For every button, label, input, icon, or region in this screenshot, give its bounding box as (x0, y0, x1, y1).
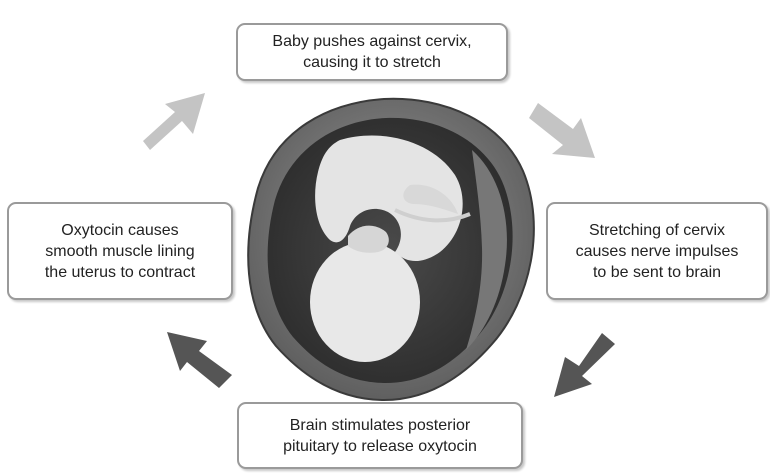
uterus-cavity-icon (268, 118, 513, 383)
arrow-top-to-right (529, 103, 595, 158)
arrow-left-to-top (143, 93, 205, 150)
step-baby-pushes-cervix: Baby pushes against cervix, causing it t… (236, 23, 508, 81)
umbilical-cord-icon (395, 210, 470, 220)
step-text: Oxytocin causes smooth muscle lining the… (45, 220, 195, 283)
fetus-in-uterus-icon (248, 99, 534, 400)
uterus-wall-icon (248, 99, 534, 400)
step-text: Stretching of cervix causes nerve impuls… (576, 220, 739, 283)
step-nerve-impulses: Stretching of cervix causes nerve impuls… (546, 202, 768, 300)
arrow-bottom-to-left (167, 332, 232, 388)
fetus-leg-icon (403, 185, 458, 214)
fetus-head-icon (310, 242, 420, 362)
step-text: Baby pushes against cervix, causing it t… (272, 31, 471, 73)
arrow-right-to-bottom (554, 333, 615, 397)
step-brain-releases-oxytocin: Brain stimulates posterior pituitary to … (237, 402, 523, 469)
fetus-body-icon (315, 135, 463, 261)
placenta-icon (466, 150, 507, 350)
step-uterus-contracts: Oxytocin causes smooth muscle lining the… (7, 202, 233, 300)
fetus-arm-icon (348, 226, 389, 253)
step-text: Brain stimulates posterior pituitary to … (283, 415, 477, 457)
